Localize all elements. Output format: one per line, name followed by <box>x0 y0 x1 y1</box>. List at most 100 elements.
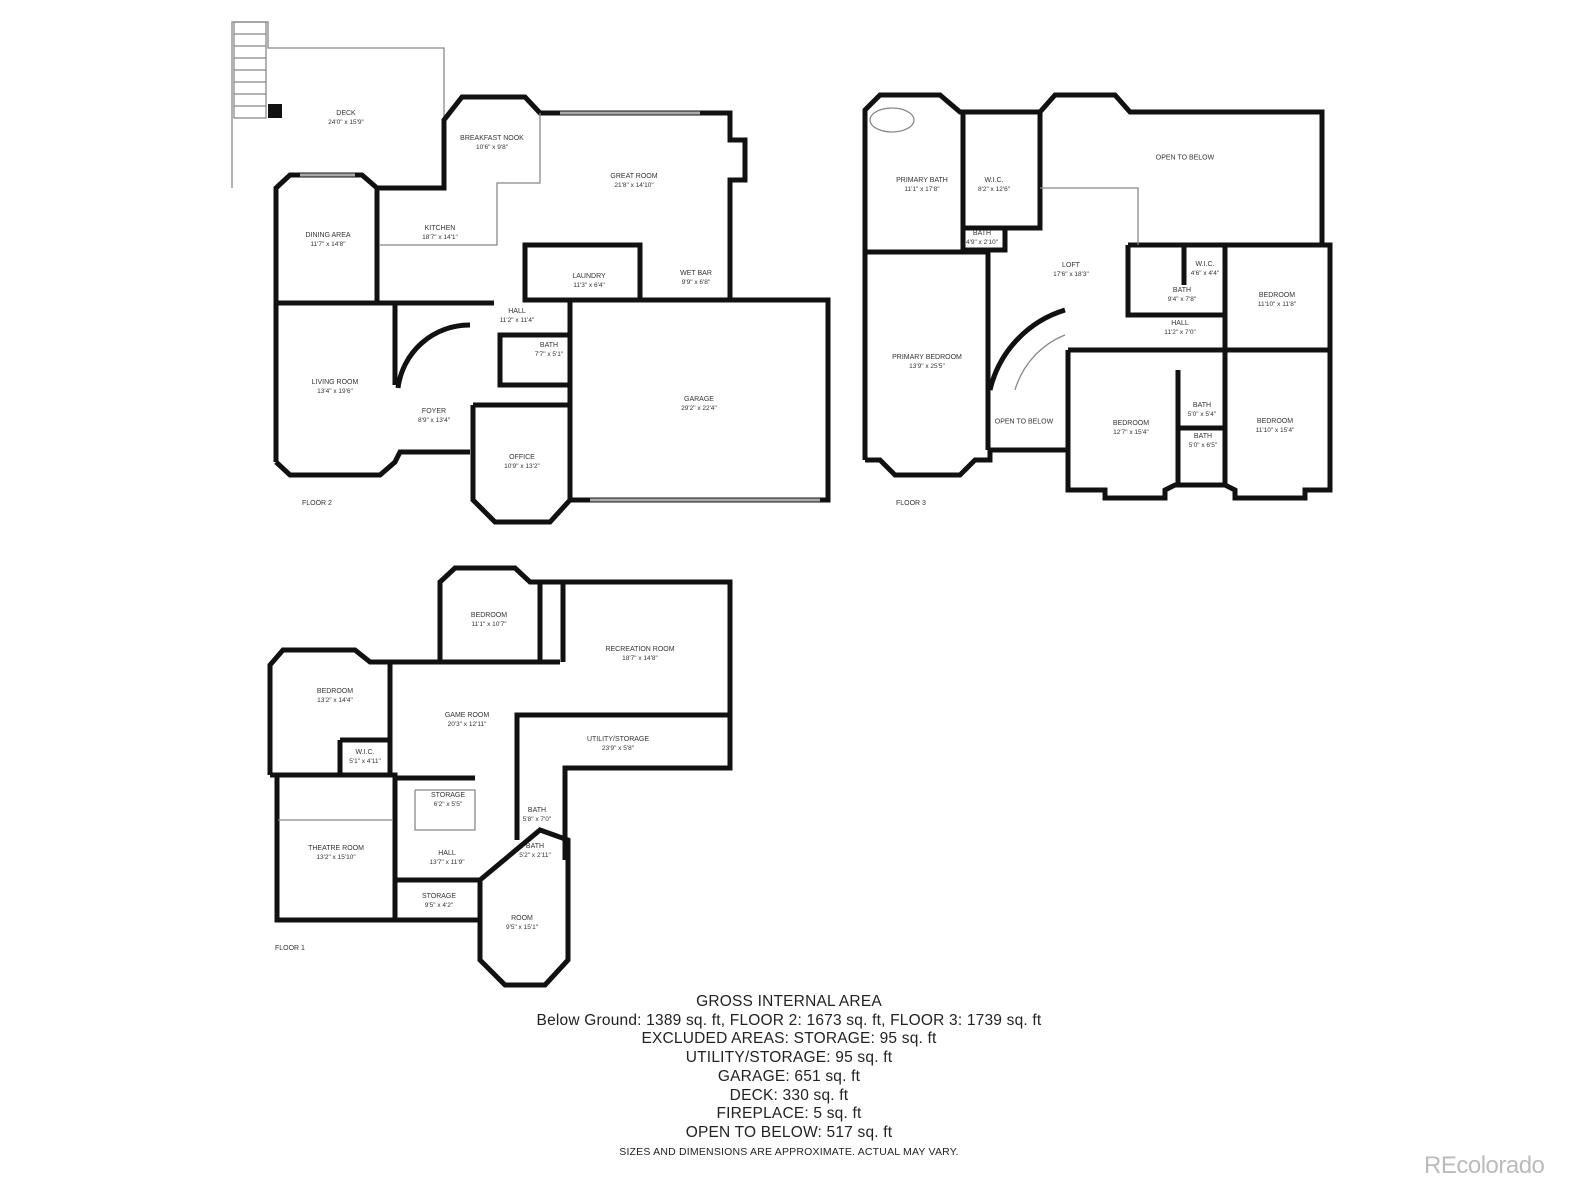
area-line: EXCLUDED AREAS: STORAGE: 95 sq. ft <box>641 1030 937 1048</box>
room-dims: 8'9" x 13'4" <box>417 417 451 424</box>
room-name: KITCHEN <box>424 225 456 232</box>
room-dims: 11'7" x 14'8" <box>310 241 346 248</box>
area-line: DECK: 330 sq. ft <box>729 1086 849 1104</box>
room-dims: 4'6" x 4'4" <box>1190 270 1220 277</box>
room-dims: 11'2" x 7'0" <box>1164 329 1196 336</box>
floor-label: FLOOR 3 <box>896 500 926 507</box>
room-dims: 11'2" x 11'4" <box>499 317 535 324</box>
room-hall: HALL 11'2" x 11'4" <box>500 307 535 325</box>
room-name: BEDROOM <box>1256 418 1294 425</box>
room-name: STORAGE <box>430 792 466 799</box>
room-dims: 17'6" x 18'3" <box>1053 271 1089 278</box>
room-name: GARAGE <box>684 396 714 403</box>
room-name: UTILITY/STORAGE <box>586 736 650 743</box>
room-dims: 12'7" x 15'4" <box>1113 429 1149 436</box>
room-dims: 5'8" x 7'0" <box>522 816 552 823</box>
room-foyer: FOYER 8'9" x 13'4" <box>418 407 450 425</box>
room-name: WET BAR <box>680 270 712 277</box>
room-storage: STORAGE 6'2" x 5'5" <box>431 791 465 809</box>
room-name: OPEN TO BELOW <box>994 418 1054 426</box>
room-name: BATH <box>527 807 547 814</box>
room-wic: W.I.C.5'1" x 4'11" <box>349 748 381 766</box>
area-line: GARAGE: 651 sq. ft <box>717 1067 861 1085</box>
room-name: PRIMARY BATH <box>896 177 948 184</box>
room-garage: GARAGE 29'2" x 22'4" <box>681 395 717 413</box>
room-utility-storage: UTILITY/STORAGE 23'9" x 5'8" <box>587 735 649 753</box>
room-name: HALL <box>508 308 526 315</box>
room-open-to-below: OPEN TO BELOW <box>995 418 1053 427</box>
area-heading: GROSS INTERNAL AREA <box>696 993 882 1010</box>
room-dims: 4'9" x 2'10" <box>965 239 999 246</box>
floor-1-walls <box>267 565 733 988</box>
floor-label: FLOOR 1 <box>275 945 305 952</box>
room-great-room: GREAT ROOM 21'8" x 14'10" <box>610 172 657 190</box>
room-dims: 10'9" x 13'2" <box>504 463 540 470</box>
room-name: FOYER <box>421 408 447 415</box>
room-dims: 13'2" x 14'4" <box>317 697 353 704</box>
room-dims: 7'7" x 5'1" <box>534 351 564 358</box>
room-dims: 13'4" x 19'6" <box>317 388 353 395</box>
room-name: BATH <box>1193 433 1213 440</box>
room-dims: 5'0" x 6'5" <box>1188 442 1218 449</box>
room-dims: 23'9" x 5'8" <box>601 745 635 752</box>
room-name: BATH <box>525 843 545 850</box>
room-dims: 11'10" x 15'4" <box>1255 427 1295 434</box>
room-dims: 29'2" x 22'4" <box>681 405 717 412</box>
room-recreation-room: RECREATION ROOM 18'7" x 14'8" <box>605 645 674 663</box>
room-wic: W.I.C.8'2" x 12'6" <box>978 176 1010 194</box>
room-dims: 5'2" x 2'11" <box>519 852 551 859</box>
room-bath: BATH 5'0" x 5'4" <box>1188 401 1216 419</box>
room-name: GREAT ROOM <box>610 173 658 180</box>
room-name: W.I.C. <box>984 177 1004 184</box>
room-name: ROOM <box>511 915 533 922</box>
room-dims: 5'0" x 5'4" <box>1187 411 1217 418</box>
room-name: RECREATION ROOM <box>605 646 675 653</box>
area-line: FIREPLACE: 5 sq. ft <box>716 1105 862 1123</box>
room-wic: W.I.C.4'6" x 4'4" <box>1191 260 1219 278</box>
room-dims: 9'4" x 7'8" <box>1167 296 1197 303</box>
room-name: HALL <box>438 850 456 857</box>
room-bath: BATH 5'2" x 2'11" <box>519 842 551 860</box>
room-dims: 9'9" x 6'8" <box>681 279 711 286</box>
room-name: BREAKFAST NOOK <box>460 135 524 142</box>
room-name: BATH <box>1192 402 1212 409</box>
room-dims: 21'8" x 14'10" <box>614 182 654 189</box>
room-name: DECK <box>336 110 356 117</box>
room-name: BEDROOM <box>1258 292 1296 299</box>
room-bedroom: BEDROOM 11'10" x 15'4" <box>1256 417 1295 435</box>
room-name: OPEN TO BELOW <box>1155 154 1215 162</box>
room-dims: 11'3" x 6'4" <box>573 282 605 289</box>
room-dims: 11'10" x 11'8" <box>1257 301 1297 308</box>
room-dims: 6'2" x 5'5" <box>433 801 463 808</box>
area-line: OPEN TO BELOW: 517 sq. ft <box>685 1123 893 1141</box>
room-bath: BATH 5'8" x 7'0" <box>523 806 551 824</box>
area-note: SIZES AND DIMENSIONS ARE APPROXIMATE. AC… <box>619 1145 959 1158</box>
room-name: BEDROOM <box>1112 420 1150 427</box>
room-dims: 11'1" x 17'8" <box>904 186 940 193</box>
room-dims: 10'6" x 9'8" <box>475 144 509 151</box>
room-dims: 11'1" x 10'7" <box>471 621 507 628</box>
room-bedroom: BEDROOM 11'10" x 11'8" <box>1258 291 1296 309</box>
room-breakfast-nook: BREAKFAST NOOK 10'6" x 9'8" <box>460 134 524 152</box>
watermark-logo: REcolorado <box>1424 1152 1545 1179</box>
room-dims: 18'7" x 14'8" <box>622 655 658 662</box>
room-name: BATH <box>1172 287 1192 294</box>
deck-stairs <box>233 21 267 119</box>
room-dims: 13'2" x 15'10" <box>316 854 356 861</box>
room-name: STORAGE <box>421 893 457 900</box>
room-dims: 24'0" x 15'9" <box>328 119 364 126</box>
room-bedroom: BEDROOM 12'7" x 15'4" <box>1113 419 1149 437</box>
room-deck: DECK 24'0" x 15'9" <box>328 109 364 127</box>
area-summary: GROSS INTERNAL AREA Below Ground: 1389 s… <box>0 993 1578 1159</box>
